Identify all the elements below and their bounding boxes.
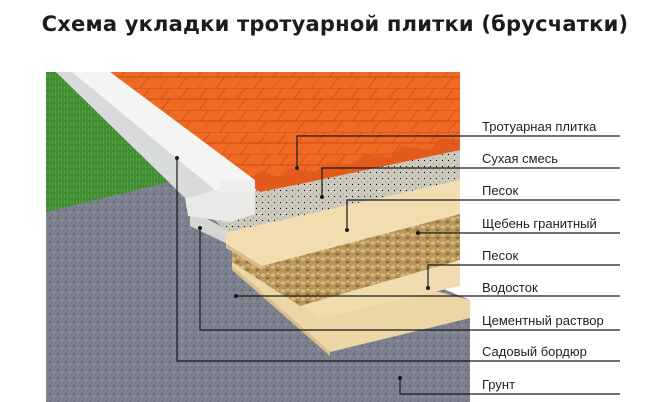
sand-upper-layer bbox=[226, 180, 460, 266]
label-drain: Водосток bbox=[482, 280, 538, 295]
label-cement: Цементный раствор bbox=[482, 313, 604, 328]
label-gravel: Щебень гранитный bbox=[482, 216, 597, 231]
leader-paving bbox=[296, 135, 620, 168]
leader-sand1 bbox=[346, 199, 620, 230]
curb-side bbox=[56, 72, 215, 198]
gravel-layer bbox=[232, 214, 460, 306]
paving-tiles-edge bbox=[245, 138, 460, 192]
paving-tiles bbox=[110, 72, 460, 182]
leader-sand2 bbox=[427, 264, 620, 288]
leader-lines bbox=[176, 135, 620, 395]
leader-drymix bbox=[321, 167, 620, 197]
label-curb: Садовый бордюр bbox=[482, 344, 587, 359]
label-sand-lower: Песок bbox=[482, 248, 519, 263]
cement-layer bbox=[190, 210, 232, 246]
label-paving-tiles: Тротуарная плитка bbox=[482, 119, 597, 134]
grass-area bbox=[46, 72, 178, 212]
label-sand-upper: Песок bbox=[482, 183, 519, 198]
diagram-title: Схема укладки тротуарной плитки (брусчат… bbox=[41, 12, 629, 36]
leader-curb bbox=[176, 158, 620, 362]
drymix-layer bbox=[210, 148, 460, 232]
leader-soil bbox=[399, 378, 620, 395]
label-dry-mix: Сухая смесь bbox=[482, 151, 559, 166]
label-soil: Грунт bbox=[482, 377, 516, 392]
leader-cement bbox=[199, 228, 620, 331]
